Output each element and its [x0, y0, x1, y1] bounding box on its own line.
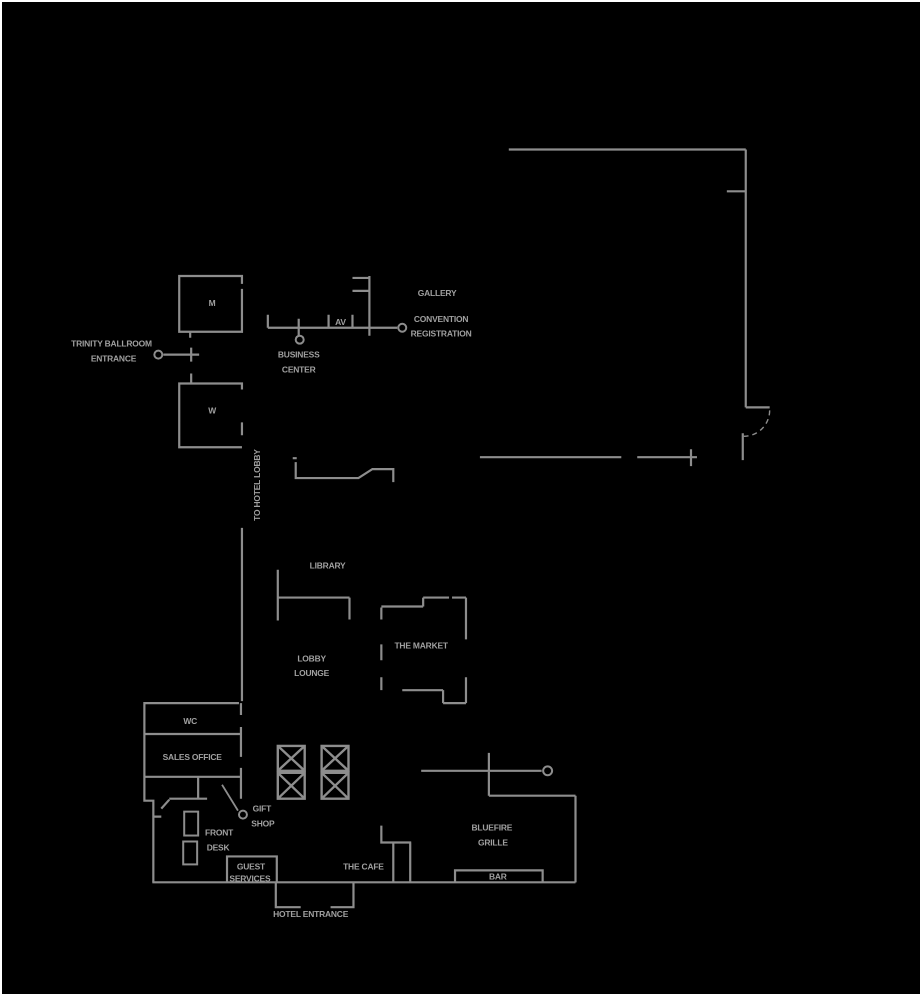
label-business-center: CENTER: [282, 365, 316, 375]
door-marker-lobby: [542, 765, 554, 777]
door-marker-gift-shop: [237, 809, 248, 820]
wall-mens-room: [178, 274, 244, 338]
label-convention-registration: REGISTRATION: [411, 329, 472, 339]
door-marker-trinity: [153, 349, 164, 360]
elevator-shaft: [320, 771, 350, 800]
wall-lobby-door-line: [421, 752, 542, 772]
label-bar: BAR: [489, 871, 507, 881]
label-gift-shop: GIFT: [253, 804, 272, 814]
label-front-desk: DESK: [207, 842, 231, 852]
label-library: LIBRARY: [310, 561, 346, 571]
label-gallery: GALLERY: [418, 288, 457, 298]
wall-guest-services: [225, 855, 278, 883]
label-convention-registration: CONVENTION: [414, 314, 468, 324]
wall-bluefire-grille: [487, 771, 577, 883]
door-marker-business-center: [294, 334, 305, 345]
wall-cafe-counter: [380, 825, 412, 883]
label-lobby-lounge: LOUNGE: [294, 668, 330, 678]
wall-bar-counter: [453, 869, 544, 883]
label-sales-office: SALES OFFICE: [163, 752, 223, 762]
wall-wc-sales-office: [143, 702, 243, 883]
label-guest-services: SERVICES: [229, 873, 271, 883]
wall-business-center: [266, 314, 398, 336]
label-trinity-ballroom-entrance: TRINITY BALLROOM: [71, 339, 152, 349]
label-wc: WC: [183, 716, 197, 726]
label-gift-shop: SHOP: [251, 819, 275, 829]
label-guest-services: GUEST: [237, 861, 266, 871]
front-desk-counter: [182, 840, 199, 866]
label-front-desk: FRONT: [205, 828, 234, 838]
label-hotel-entrance: HOTEL ENTRANCE: [273, 909, 349, 919]
gift-shop-door-leaf: [221, 784, 239, 812]
wall-trinity-entrance: [163, 347, 200, 384]
wall-library: [276, 569, 351, 621]
elevator-shaft: [276, 771, 306, 800]
wall-lounge-north: [292, 457, 395, 483]
label-the-market: THE MARKET: [394, 640, 448, 650]
wall-womens-room: [178, 382, 244, 449]
elevator-shaft: [276, 744, 306, 773]
label-av: AV: [335, 317, 346, 327]
elevator-bank: [276, 744, 350, 800]
wall-hotel-entrance: [274, 882, 355, 909]
door-marker-convention-registration: [397, 322, 408, 333]
door-swing-arc: [743, 410, 771, 437]
front-desk-counter: [183, 810, 200, 837]
elevator-shaft: [320, 744, 350, 773]
label-bluefire-grille: BLUEFIRE: [472, 823, 513, 833]
wall-market: [380, 596, 468, 705]
wall-convention-hall: [479, 148, 770, 467]
label-trinity-ballroom-entrance: ENTRANCE: [91, 354, 137, 364]
label-womens-room: W: [208, 405, 216, 415]
label-bluefire-grille: GRILLE: [478, 837, 508, 847]
label-lobby-lounge: LOBBY: [297, 653, 326, 663]
wall-gallery: [352, 275, 371, 336]
label-the-cafe: THE CAFE: [343, 861, 384, 871]
label-business-center: BUSINESS: [278, 350, 320, 360]
label-to-hotel-lobby: TO HOTEL LOBBY: [252, 449, 262, 521]
label-mens-room: M: [209, 298, 216, 308]
